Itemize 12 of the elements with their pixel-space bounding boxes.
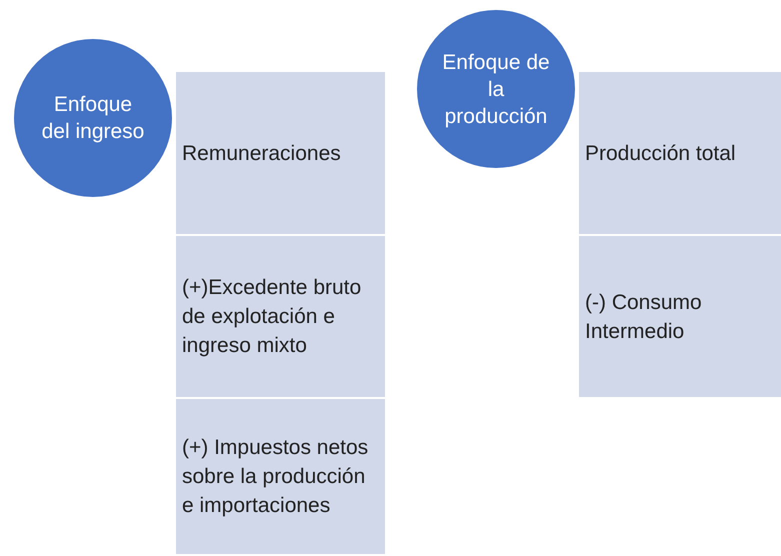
list-item-panel — [176, 236, 385, 399]
item-text: (+) Impuestos netos sobre la producción e importaciones — [182, 435, 370, 519]
item-text: Producción total — [585, 140, 736, 166]
list-item-panel — [176, 399, 385, 556]
list-item-panel — [579, 72, 781, 236]
circle-label: Enfoque de la producción — [441, 50, 551, 130]
item-text: Remuneraciones — [182, 140, 341, 166]
item-text: (+)Excedente bruto de explotación e ingreso mixto — [182, 275, 362, 359]
list-item-panel — [176, 72, 385, 236]
list-item-panel — [579, 236, 781, 399]
item-text: (-) Consumo Intermedio — [585, 290, 703, 344]
circle-label: Enfoque del ingreso — [40, 92, 146, 145]
